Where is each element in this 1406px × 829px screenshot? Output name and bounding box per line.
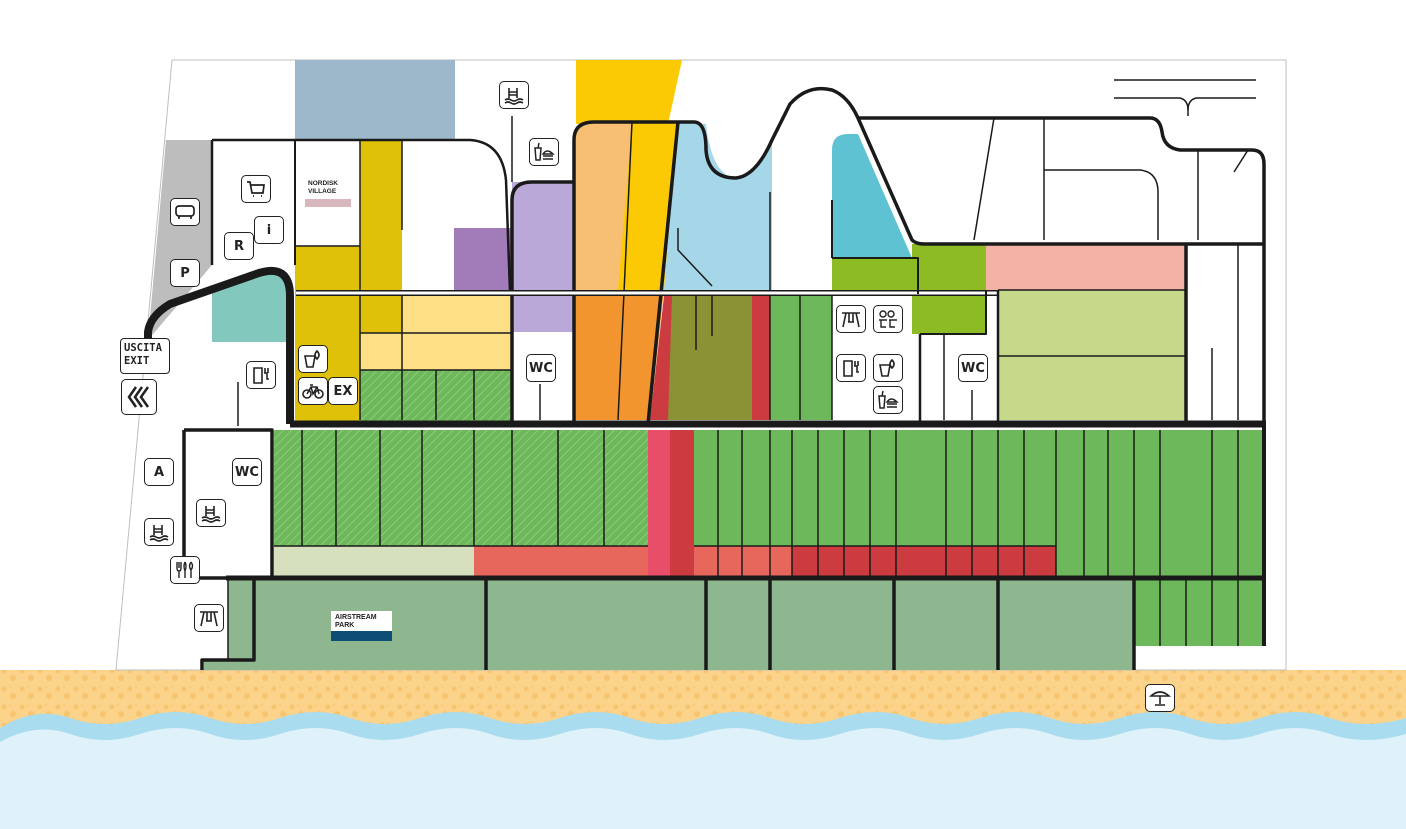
parking-letter: P <box>180 265 190 281</box>
nordisk-village-label[interactable]: NORDISK VILLAGE <box>305 178 351 207</box>
pool-icon-3[interactable] <box>144 518 174 546</box>
electric-charging-icon[interactable] <box>246 361 276 389</box>
animation-letter: A <box>153 464 165 480</box>
wc-icon[interactable]: WC <box>526 354 556 382</box>
wc-letters-3: WC <box>235 464 259 480</box>
playground-icon[interactable] <box>836 305 866 333</box>
reception-letter: R <box>233 238 244 254</box>
airstream-park-label[interactable]: AIRSTREAM PARK <box>331 611 392 641</box>
fastfood-icon[interactable] <box>529 138 559 166</box>
pitch-dividers <box>227 79 1256 660</box>
kids-club-icon[interactable] <box>873 305 903 333</box>
airstream-line1: AIRSTREAM <box>335 614 377 621</box>
ex-letters: EX <box>333 383 353 399</box>
ex-icon[interactable]: EX <box>328 377 358 405</box>
sea <box>0 712 1406 829</box>
nordisk-line1: NORDISK <box>308 180 338 187</box>
pool-icon-2[interactable] <box>196 499 226 527</box>
drinks-icon[interactable] <box>298 345 328 373</box>
shopping-cart-icon[interactable] <box>241 175 271 203</box>
wc-icon-3[interactable]: WC <box>232 458 262 486</box>
info-icon[interactable]: i <box>254 216 284 244</box>
bus-icon[interactable] <box>170 198 200 226</box>
beach-umbrella-icon[interactable] <box>1145 684 1175 712</box>
parking-icon[interactable]: P <box>170 259 200 287</box>
restaurant-icon[interactable] <box>170 556 200 584</box>
pool-icon[interactable] <box>499 81 529 109</box>
animation-icon[interactable]: A <box>144 458 174 486</box>
drinks-icon-2[interactable] <box>873 354 903 382</box>
exit-sign: USCITA EXIT <box>120 338 170 374</box>
wc-letters: WC <box>529 360 553 376</box>
electric-charging-icon-2[interactable] <box>836 354 866 382</box>
reception-icon[interactable]: R <box>224 232 254 260</box>
info-letter: i <box>266 222 272 238</box>
wc-icon-2[interactable]: WC <box>958 354 988 382</box>
exit-label-en: EXIT <box>124 355 150 367</box>
airstream-line2: PARK <box>335 622 355 629</box>
fastfood-icon-2[interactable] <box>873 386 903 414</box>
roads <box>144 86 1266 670</box>
bike-icon[interactable] <box>298 377 328 405</box>
playground-icon-2[interactable] <box>194 604 224 632</box>
wc-letters-2: WC <box>961 360 985 376</box>
nordisk-line2: VILLAGE <box>308 187 337 195</box>
exit-arrow-icon[interactable] <box>121 379 157 415</box>
exit-label-it: USCITA <box>124 342 162 354</box>
